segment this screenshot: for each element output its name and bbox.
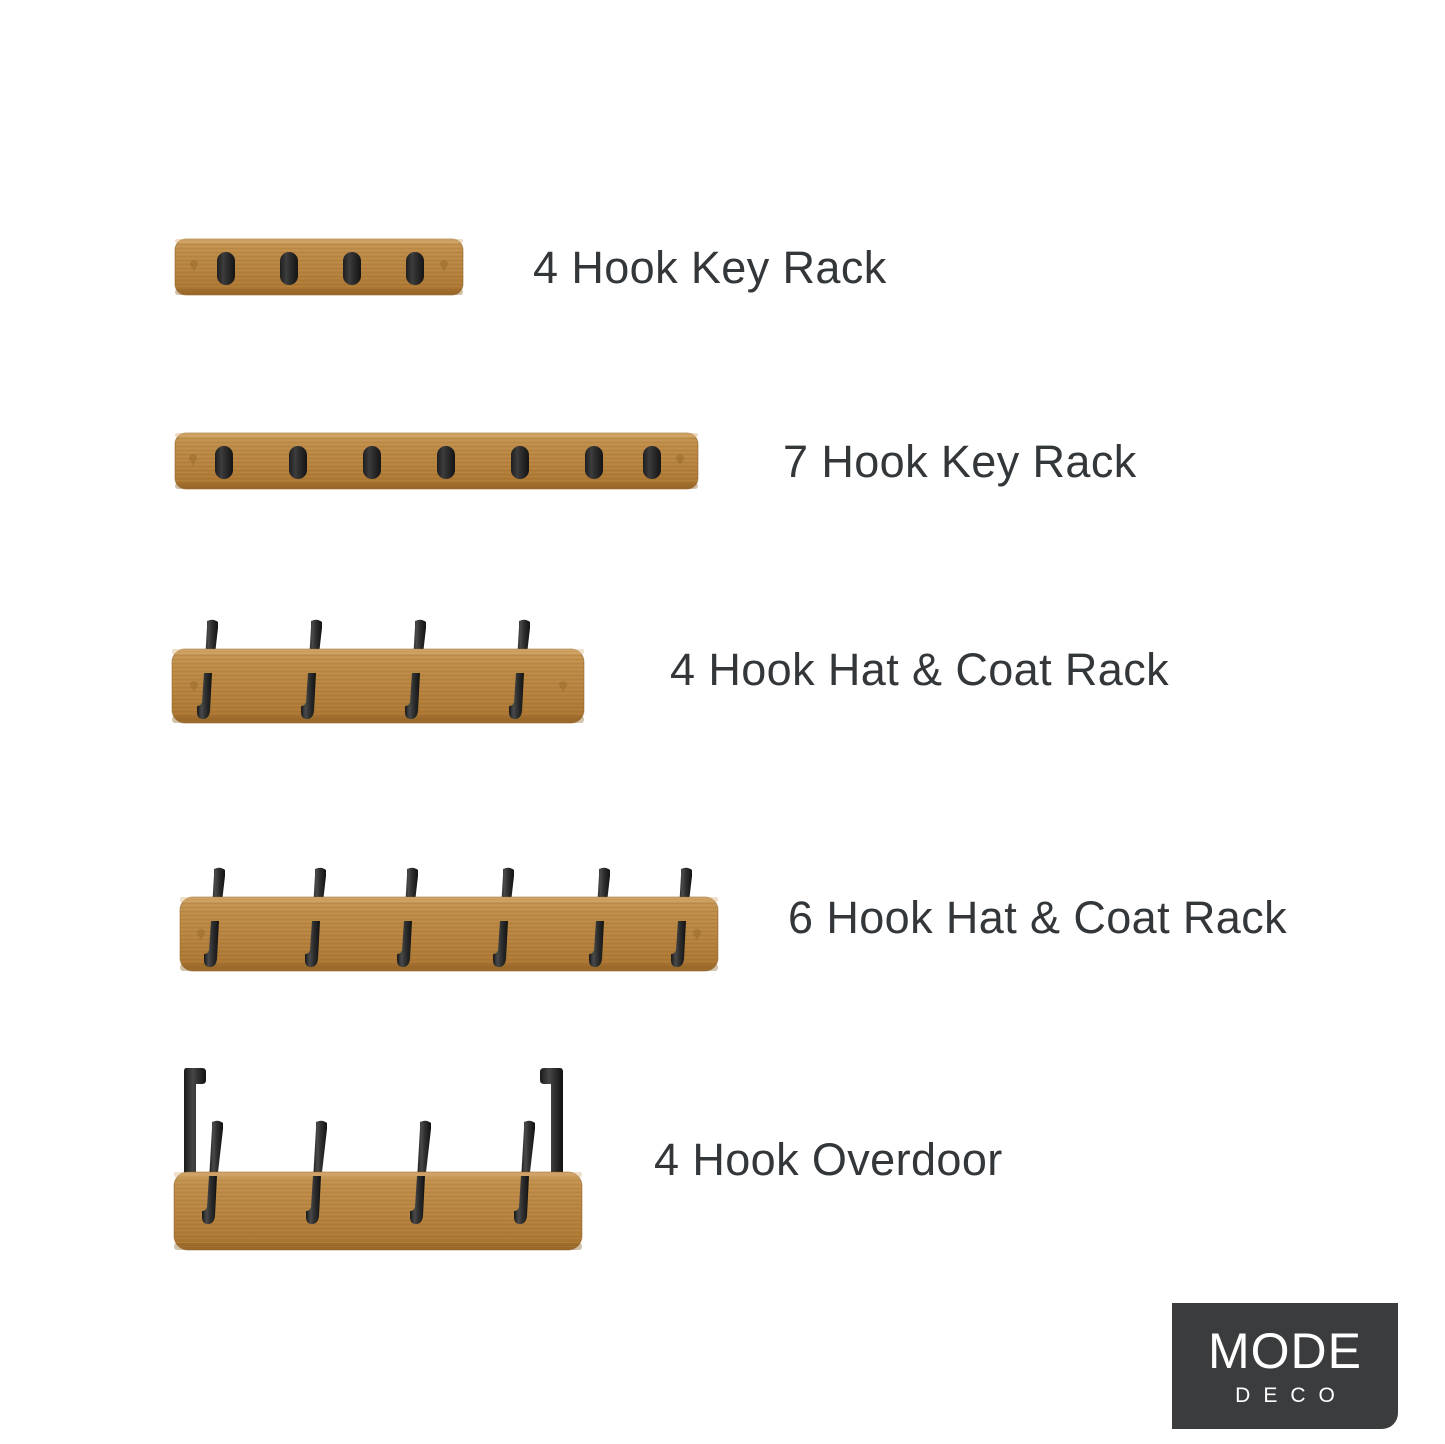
keyhole-mounts <box>189 454 684 466</box>
product-label-7-hook-key-rack: 7 Hook Key Rack <box>783 435 1137 487</box>
product-label-4-hook-overdoor: 4 Hook Overdoor <box>654 1133 1003 1185</box>
board <box>179 896 719 972</box>
board <box>171 648 585 724</box>
product-image-4-hook-hat-coat-rack <box>170 607 588 732</box>
hooks <box>217 252 424 285</box>
hat-coat-rack-4-illustration <box>171 619 585 724</box>
product-row-4-hook-key-rack: 4 Hook Key Rack <box>173 236 887 298</box>
product-row-4-hook-hat-coat-rack: 4 Hook Hat & Coat Rack <box>170 607 1169 732</box>
product-image-7-hook-key-rack <box>173 430 700 492</box>
keyhole-mounts <box>190 260 448 272</box>
product-image-4-hook-overdoor <box>172 1060 586 1258</box>
product-label-4-hook-key-rack: 4 Hook Key Rack <box>533 241 887 293</box>
board <box>174 432 699 490</box>
product-image-6-hook-hat-coat-rack <box>178 855 722 980</box>
product-row-7-hook-key-rack: 7 Hook Key Rack <box>173 430 1137 492</box>
product-row-6-hook-hat-coat-rack: 6 Hook Hat & Coat Rack <box>178 855 1287 980</box>
hat-coat-rack-6-illustration <box>179 867 719 972</box>
product-row-4-hook-overdoor: 4 Hook Overdoor <box>172 1060 1003 1258</box>
key-rack-7-illustration <box>174 432 699 490</box>
overdoor-brackets <box>184 1068 563 1176</box>
product-label-6-hook-hat-coat-rack: 6 Hook Hat & Coat Rack <box>788 892 1288 943</box>
key-rack-4-illustration <box>174 238 464 296</box>
brand-logo: MODE DECO <box>1172 1303 1398 1429</box>
hooks-upper <box>209 1120 535 1181</box>
brand-logo-primary-text: MODE <box>1208 1323 1362 1379</box>
hooks <box>215 446 661 479</box>
hooks-lower <box>197 673 524 719</box>
keyhole-mounts <box>197 929 701 941</box>
hooks-lower <box>204 921 686 967</box>
board <box>174 238 464 296</box>
board <box>173 1171 583 1251</box>
keyhole-mounts <box>190 681 567 693</box>
hooks-lower <box>202 1176 529 1224</box>
product-image-4-hook-key-rack <box>173 236 465 298</box>
brand-logo-secondary-text: DECO <box>1235 1384 1348 1407</box>
product-label-4-hook-hat-coat-rack: 4 Hook Hat & Coat Rack <box>670 644 1170 695</box>
overdoor-rack-4-illustration <box>173 1068 583 1251</box>
